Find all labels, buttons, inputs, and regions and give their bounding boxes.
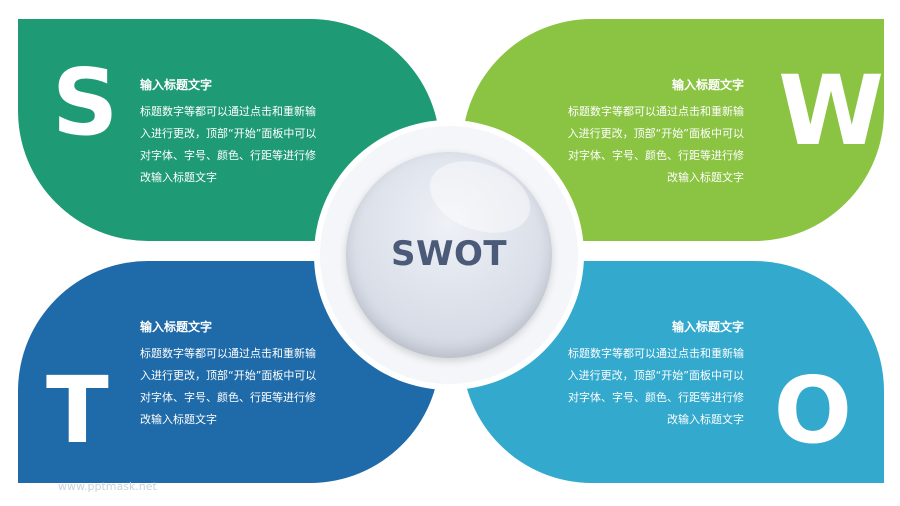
strengths-letter: S	[52, 49, 119, 156]
threats-body: 标题数字等都可以通过点击和重新输入进行更改，顶部“开始”面板中可以对字体、字号、…	[140, 347, 317, 426]
opportunities-letter: O	[773, 357, 852, 464]
threats-letter: T	[46, 357, 109, 464]
strengths-body: 标题数字等都可以通过点击和重新输入进行更改，顶部“开始”面板中可以对字体、字号、…	[140, 105, 317, 184]
opportunities-body: 标题数字等都可以通过点击和重新输入进行更改，顶部“开始”面板中可以对字体、字号、…	[567, 347, 744, 426]
threats-title: 输入标题文字	[140, 320, 213, 334]
weaknesses-body: 标题数字等都可以通过点击和重新输入进行更改，顶部“开始”面板中可以对字体、字号、…	[567, 105, 744, 184]
weaknesses-letter: W	[778, 55, 884, 167]
center-disc	[346, 152, 552, 358]
weaknesses-title: 输入标题文字	[671, 78, 744, 92]
weaknesses-panel: W 输入标题文字 标题数字等都可以通过点击和重新输入进行更改，顶部“开始”面板中…	[462, 19, 884, 241]
strengths-panel: S 输入标题文字 标题数字等都可以通过点击和重新输入进行更改，顶部“开始”面板中…	[18, 19, 440, 241]
opportunities-title: 输入标题文字	[671, 320, 744, 334]
center-label: SWOT	[390, 234, 508, 274]
watermark: www.pptmask.net	[58, 480, 157, 493]
strengths-title: 输入标题文字	[140, 78, 213, 92]
